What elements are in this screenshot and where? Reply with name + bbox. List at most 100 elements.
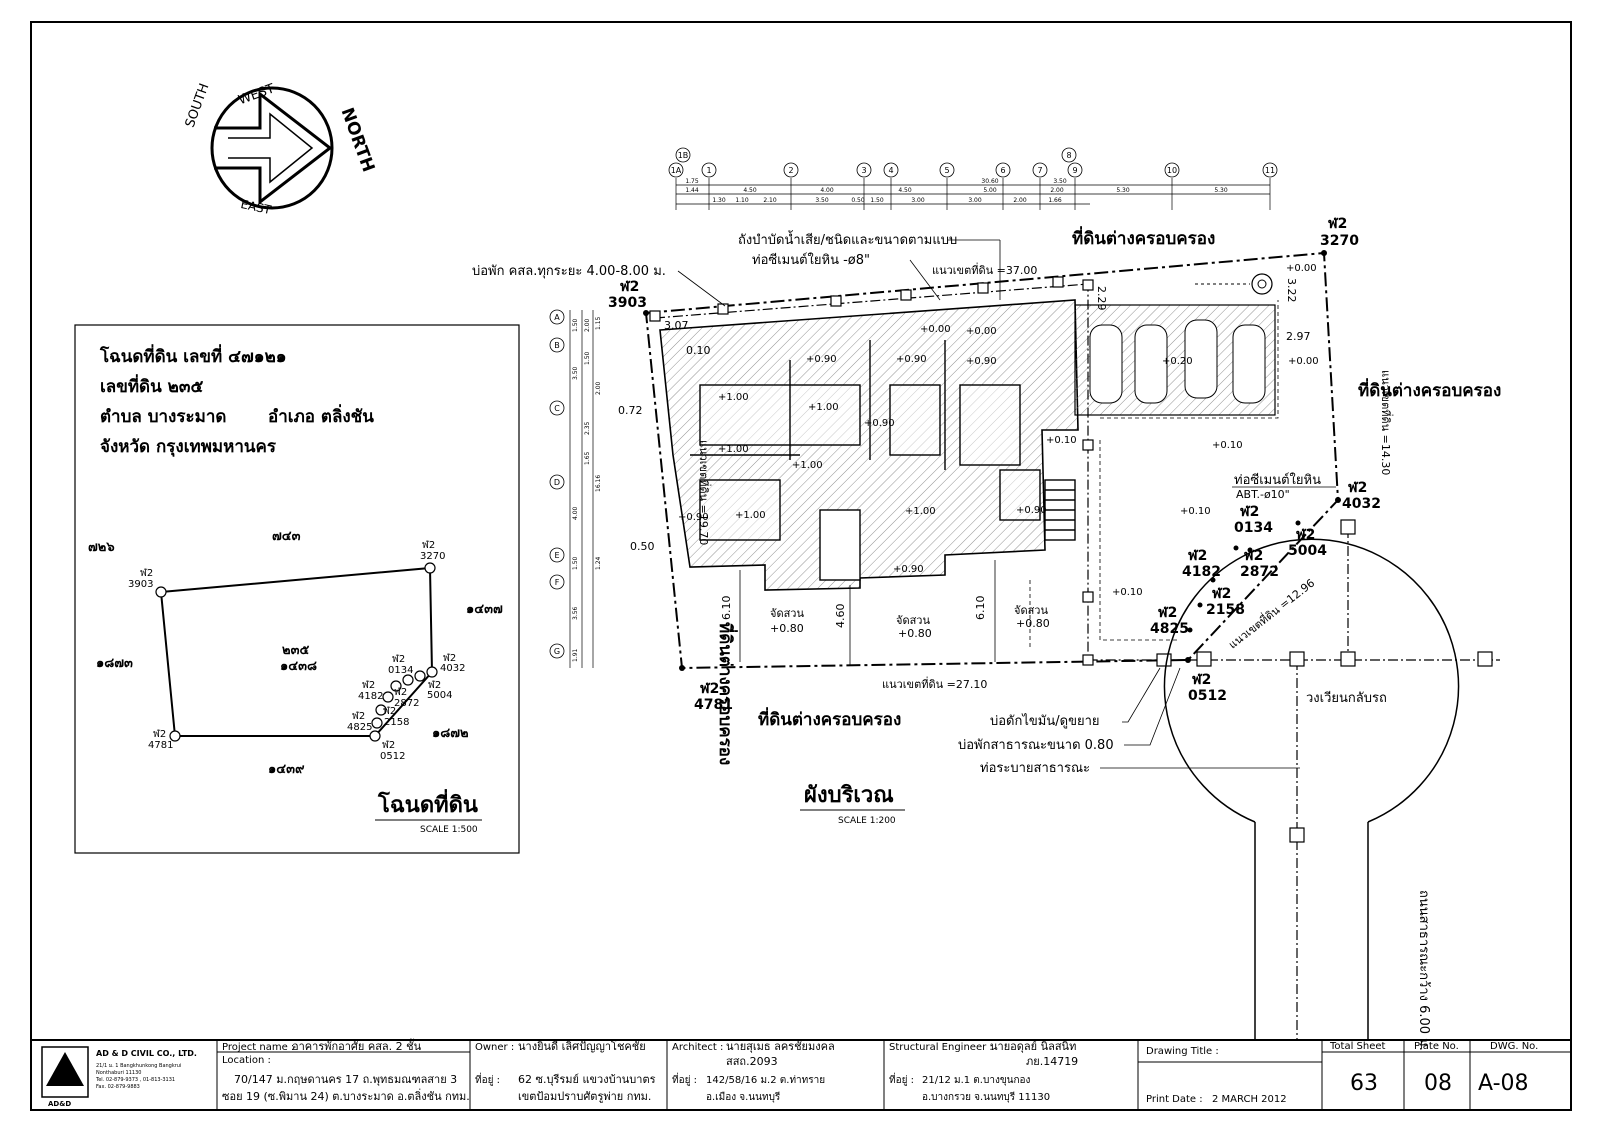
dim-left: 3.56 xyxy=(572,606,579,620)
deed-pin-4781: 4781 xyxy=(148,740,173,751)
note-public-manhole: บ่อพักสาธารณะขนาด 0.80 xyxy=(958,738,1114,753)
dim-top2-f: 2.00 xyxy=(1050,187,1064,194)
dim-left: 1.91 xyxy=(572,648,579,662)
grid-row-e: E xyxy=(554,551,559,560)
dim-left: 1.15 xyxy=(595,316,602,330)
level-mark: +0.00 xyxy=(1286,263,1317,274)
owner-address-label: ที่อยู่ : xyxy=(475,1072,500,1086)
note-boundary-west: แนวเขตที่ดิน =19.70 xyxy=(697,440,712,545)
grid-col-1: 1 xyxy=(706,166,711,175)
print-date-label: Print Date : xyxy=(1146,1094,1203,1105)
pin-2872: 2872 xyxy=(1240,564,1279,580)
dim-top2-c: 4.00 xyxy=(820,187,834,194)
level-mark: +0.90 xyxy=(806,354,837,365)
deed-pin-w2: ฬ2 xyxy=(352,710,365,722)
deed-line-4: จังหวัด กรุงเทพมหานคร xyxy=(100,437,277,457)
dwg-no-value: A-08 xyxy=(1478,1071,1529,1096)
deed-pin-4825: 4825 xyxy=(347,722,372,733)
grid-col-10: 10 xyxy=(1167,166,1177,175)
dim-top1-b: 30.60 xyxy=(981,178,998,185)
dwg-no-label: DWG. No. xyxy=(1490,1041,1538,1052)
engineer-address-2: อ.บางกรวย จ.นนทบุรี 11130 xyxy=(922,1091,1050,1103)
level-mark: +0.10 xyxy=(1180,506,1211,517)
deed-pin-w2: ฬ2 xyxy=(422,539,435,551)
offset-dim: 0.10 xyxy=(686,344,711,357)
grid-col-5: 5 xyxy=(944,166,949,175)
neighbor-land-north: ที่ดินต่างครอบครอง xyxy=(1072,226,1215,249)
offset-dim: 3.22 xyxy=(1285,278,1298,303)
pin-w2: ฬ2 xyxy=(1328,216,1347,232)
level-mark: +0.20 xyxy=(1162,356,1193,367)
dim-top3-a: 1.30 xyxy=(712,197,726,204)
plate-no-value: 08 xyxy=(1424,1071,1452,1096)
location-label: Location : xyxy=(222,1055,271,1066)
level-mark: +0.00 xyxy=(1288,356,1319,367)
compass-north-label: NORTH xyxy=(337,105,379,175)
owner-address-1: 62 ซ.บุรีรมย์ แขวงบ้านบาตร xyxy=(518,1073,656,1086)
drawing-title-label: Drawing Title : xyxy=(1146,1046,1219,1057)
deed-pin-w2: ฬ2 xyxy=(383,705,396,717)
level-mark: +0.90 xyxy=(1016,505,1047,516)
offset-dim: 2.97 xyxy=(1286,330,1311,343)
offset-dim: 0.72 xyxy=(618,404,643,417)
dim-top3-d: 3.50 xyxy=(815,197,829,204)
level-mark: +0.90 xyxy=(966,356,997,367)
level-mark: +1.00 xyxy=(735,510,766,521)
grid-col-8: 8 xyxy=(1066,151,1071,160)
company-address-1: 21/1 ม. 1 Bangkhunkong Bangkrui xyxy=(96,1063,181,1069)
dim-top3-c: 2.10 xyxy=(763,197,777,204)
deed-pin-w2: ฬ2 xyxy=(394,686,407,698)
grid-row-b: B xyxy=(554,341,560,350)
grid-col-6: 6 xyxy=(1000,166,1005,175)
neighbor-land-south: ที่ดินต่างครอบครอง xyxy=(758,707,901,730)
deed-line-1: โฉนดที่ดิน เลขที่ ๔๗๑๒๑ xyxy=(99,344,287,367)
engineer-label: Structural Engineer : xyxy=(889,1042,993,1053)
pin-2158: 2158 xyxy=(1206,602,1245,618)
dim-top1-c: 3.50 xyxy=(1053,178,1067,185)
deed-pin-w2: ฬ2 xyxy=(428,679,441,691)
pin-w2: ฬ2 xyxy=(1212,586,1231,602)
note-public-drain: ท่อระบายสาธารณะ xyxy=(980,761,1090,776)
deed-panel: โฉนดที่ดิน เลขที่ ๔๗๑๒๑ เลขที่ดิน ๒๓๕ ตำ… xyxy=(74,324,520,854)
offset-dim: 4.60 xyxy=(834,604,847,629)
manholes xyxy=(649,276,1493,843)
pin-0134: 0134 xyxy=(1234,520,1273,536)
deed-pin-3270: 3270 xyxy=(420,551,445,562)
deed-pin-4182: 4182 xyxy=(358,691,383,702)
deed-line-3b: อำเภอ ตลิ่งชัน xyxy=(268,404,374,427)
note-boundary-south: แนวเขตที่ดิน =27.10 xyxy=(882,676,987,691)
dim-left: 2.00 xyxy=(595,381,602,395)
neighbor-land-east: ที่ดินต่างครอบครอง xyxy=(1358,378,1501,401)
deed-parcel-n: ๗๔๓ xyxy=(272,529,301,544)
turning-circle xyxy=(1163,538,1460,823)
deed-pin-w2: ฬ2 xyxy=(392,653,405,665)
company-address-2: Nonthaburi 11130 xyxy=(96,1070,141,1076)
note-abt: ABT.-ø10" xyxy=(1236,488,1290,501)
grid-col-9: 9 xyxy=(1072,166,1077,175)
compass-west-label: WEST xyxy=(236,81,276,108)
note-cement-pipe-2: ท่อซีเมนต์ใยหิน xyxy=(1234,472,1321,488)
garden-level: +0.80 xyxy=(898,627,932,640)
deed-pin-w2: ฬ2 xyxy=(140,567,153,579)
owner-address-2: เขตป้อมปราบศัตรูพ่าย กทม. xyxy=(518,1090,651,1103)
dim-left: 1.50 xyxy=(584,351,591,365)
level-mark: +1.00 xyxy=(718,392,749,403)
dim-top2-g: 5.30 xyxy=(1116,187,1130,194)
level-mark: +0.10 xyxy=(1112,587,1143,598)
offset-dim: 6.10 xyxy=(974,596,987,621)
site-plan-scale: SCALE 1:200 xyxy=(838,816,896,826)
pin-w2: ฬ2 xyxy=(620,279,639,295)
grid-col-1b: 1B xyxy=(678,151,689,160)
location-line-1: 70/147 ม.กฤษดานคร 17 ถ.พุทธมณฑลสาย 3 xyxy=(234,1073,457,1086)
grid-col-7: 7 xyxy=(1037,166,1042,175)
offset-dim: 3.07 xyxy=(664,319,689,332)
level-mark: +0.00 xyxy=(966,326,997,337)
deed-parcel-outline xyxy=(160,566,434,737)
deed-pin-0512: 0512 xyxy=(380,751,405,762)
deed-line-3a: ตำบล บางระมาด xyxy=(100,407,226,427)
sheet-border xyxy=(30,21,1572,1111)
dim-top2-a: 1.44 xyxy=(685,187,699,194)
level-mark: +1.00 xyxy=(718,444,749,455)
level-mark: +0.10 xyxy=(1046,435,1077,446)
architect-address-label: ที่อยู่ : xyxy=(672,1072,697,1086)
